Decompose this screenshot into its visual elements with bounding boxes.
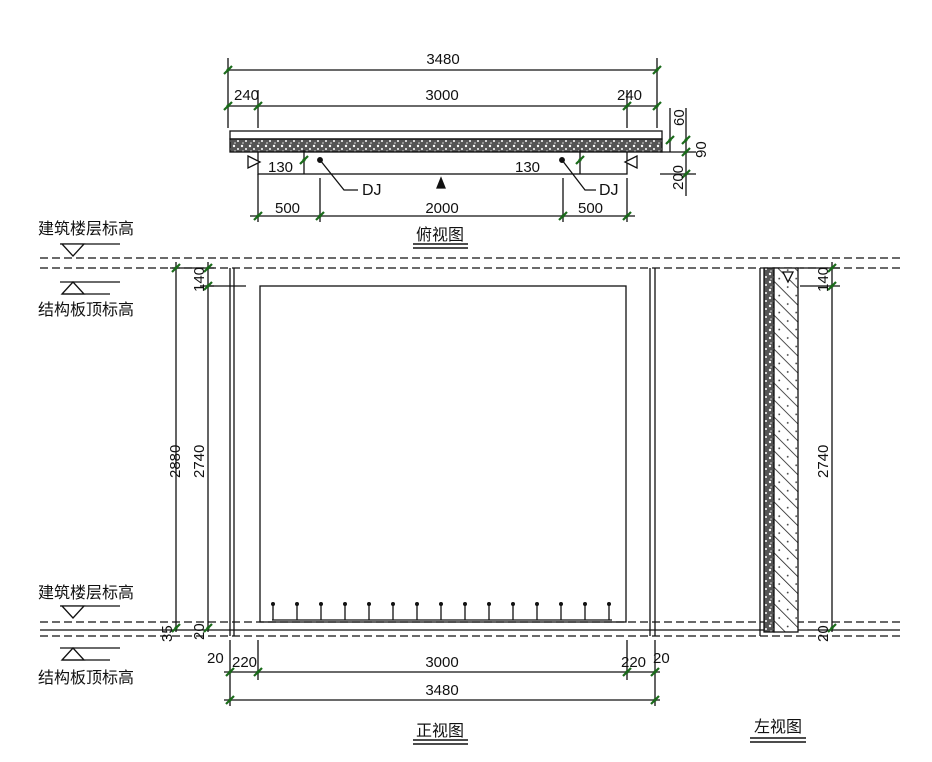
rebar-markers	[271, 602, 611, 620]
rebar-head	[271, 602, 275, 606]
dim-bottom-3480: 3480	[425, 682, 458, 699]
dim-height-2740: 2740	[191, 445, 208, 478]
rebar-head	[439, 602, 443, 606]
side-dim-top-140: 140	[815, 267, 832, 292]
rebar-head	[607, 602, 611, 606]
front-view	[170, 262, 660, 745]
level-lines	[40, 243, 900, 661]
rebar-head	[511, 602, 515, 606]
level-lower-structure: 结构板顶标高	[38, 669, 134, 687]
rebar-head	[535, 602, 539, 606]
side-view	[750, 262, 840, 743]
dim-left-220: 220	[232, 654, 257, 671]
rebar-head	[583, 602, 587, 606]
top-view	[227, 58, 696, 249]
side-view-title: 左视图	[754, 718, 802, 736]
rebar-head	[367, 602, 371, 606]
dim-right-500: 500	[578, 200, 603, 217]
rebar-head	[343, 602, 347, 606]
rebar-head	[487, 602, 491, 606]
rebar-head	[319, 602, 323, 606]
dim-left-130: 130	[268, 159, 293, 176]
dim-height-2880: 2880	[167, 445, 184, 478]
dim-60: 60	[671, 109, 688, 126]
dim-left-500: 500	[275, 200, 300, 217]
dim-overall-3480: 3480	[426, 51, 459, 68]
front-view-ticks	[170, 262, 661, 706]
side-dim-height-2740: 2740	[815, 445, 832, 478]
dim-left-240: 240	[234, 87, 259, 104]
level-upper-building: 建筑楼层标高	[38, 220, 134, 238]
rebar-head	[391, 602, 395, 606]
dim-left-20: 20	[207, 650, 224, 667]
dim-right-20: 20	[653, 650, 670, 667]
dj-label-right: DJ	[599, 182, 619, 199]
rebar-head	[295, 602, 299, 606]
dj-label-left: DJ	[362, 182, 382, 199]
side-dim-bottom-20: 20	[815, 625, 832, 642]
dim-top-140: 140	[191, 267, 208, 292]
front-view-title: 正视图	[416, 722, 464, 740]
top-view-title: 俯视图	[416, 226, 464, 244]
dim-middle-3000: 3000	[425, 87, 458, 104]
dim-90: 90	[693, 141, 710, 158]
dim-bottom-3000: 3000	[425, 654, 458, 671]
rebar-head	[559, 602, 563, 606]
dim-right-130: 130	[515, 159, 540, 176]
dim-bottom-20: 20	[191, 623, 208, 640]
dim-right-220: 220	[621, 654, 646, 671]
level-upper-structure: 结构板顶标高	[38, 301, 134, 319]
dim-center-2000: 2000	[425, 200, 458, 217]
dim-200: 200	[670, 165, 687, 190]
level-lower-building: 建筑楼层标高	[38, 584, 134, 602]
rebar-head	[463, 602, 467, 606]
rebar-head	[415, 602, 419, 606]
dim-bottom-35: 35	[159, 625, 176, 642]
dim-right-240: 240	[617, 87, 642, 104]
